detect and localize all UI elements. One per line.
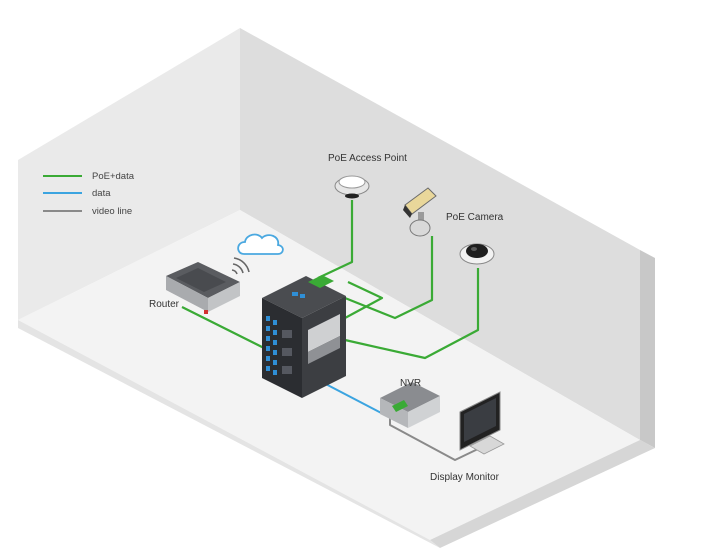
switch-ports [266,316,277,375]
access-point [334,175,370,199]
back-wall-left [18,28,240,320]
camera-label: PoE Camera [446,212,504,223]
router [166,262,240,314]
router-label: Router [149,299,180,310]
cable-poe-switch-right [344,281,384,319]
nvr-label: NVR [400,378,421,389]
cable-poe-dome-camera [344,268,480,360]
dome-camera [459,243,495,265]
cables [181,200,481,461]
poe-switch [262,275,346,398]
access-point-label: PoE Access Point [328,153,407,164]
cable-poe-access-point [317,200,354,279]
wifi-icon [231,257,250,275]
legend: PoE+data data video line [43,171,135,217]
cloud-icon [237,233,284,255]
legend-label-video: video line [92,206,132,217]
monitor-label: Display Monitor [430,472,500,483]
floor-front-edge [430,440,655,548]
cable-router-switch [181,306,269,351]
floor-left-edge [18,320,440,548]
back-wall-right [240,28,640,440]
legend-label-data: data [92,188,111,199]
display-monitor [459,391,505,455]
room [18,28,655,548]
right-wall-side [640,250,655,448]
legend-label-poe: PoE+data [92,171,135,182]
nvr [380,382,440,428]
bullet-camera [403,187,437,237]
cable-video-monitor [389,418,481,461]
